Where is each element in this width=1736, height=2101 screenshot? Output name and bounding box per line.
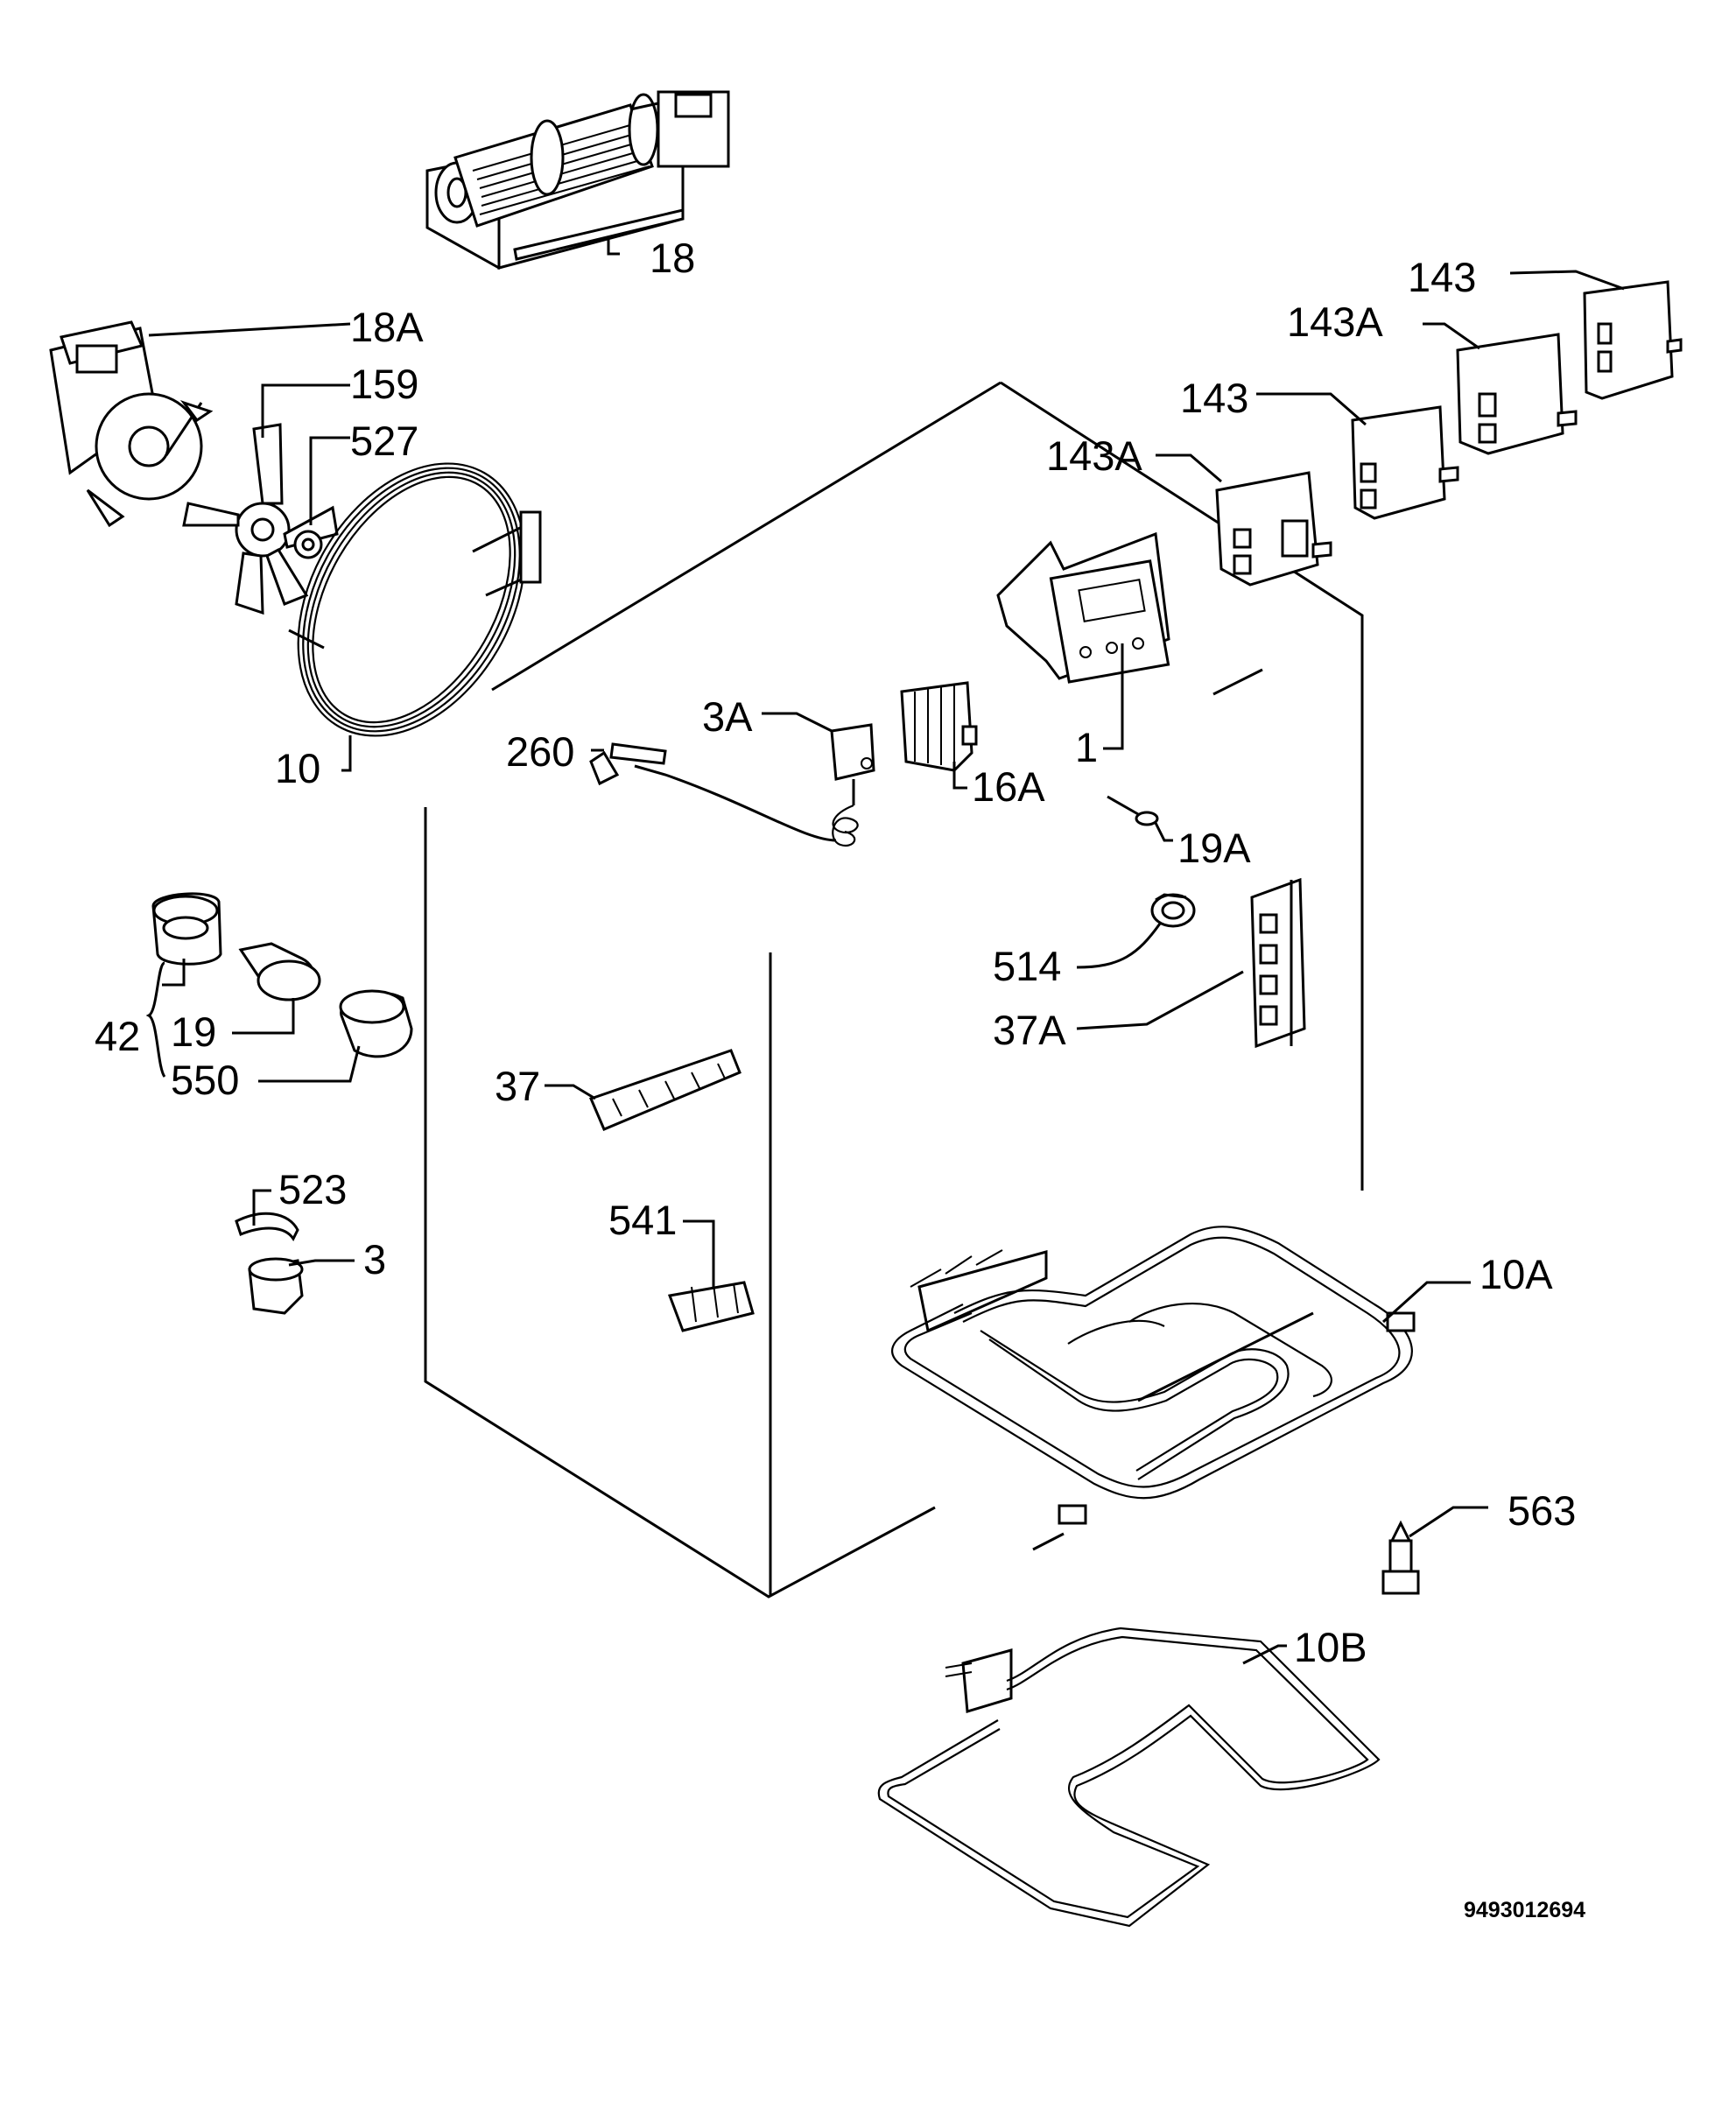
label-563: 563 (1508, 1487, 1576, 1534)
indicator-lamp-part (1107, 795, 1159, 826)
stud-part (1381, 1520, 1420, 1595)
label-3: 3 (363, 1236, 386, 1282)
fan-motor-part (49, 320, 214, 528)
label-143-top: 143 (1408, 254, 1476, 300)
label-260: 260 (506, 728, 574, 775)
label-19A: 19A (1177, 825, 1251, 871)
grill-element-part (891, 1226, 1416, 1551)
label-18: 18 (650, 235, 695, 281)
label-143-mid: 143 (1180, 375, 1248, 421)
label-159: 159 (350, 361, 418, 407)
terminal-block-part (900, 681, 978, 772)
label-527: 527 (350, 418, 418, 464)
switch-part-2 (1456, 333, 1578, 455)
label-16A: 16A (972, 763, 1045, 810)
switch-part-1 (1583, 280, 1683, 400)
clip-part (235, 1212, 299, 1241)
label-10A: 10A (1479, 1251, 1553, 1297)
lamp-assembly-part (151, 892, 413, 1058)
bottom-element-part (877, 1627, 1381, 1928)
part-labels: 18 18A 159 527 10 143 143A 143 143A 3A 2… (95, 235, 1585, 1922)
label-514: 514 (993, 943, 1061, 989)
grommet-part (1150, 893, 1196, 928)
tangential-fan-part (425, 90, 730, 270)
electronic-timer-part (996, 531, 1170, 684)
shelf-support-part (588, 1049, 741, 1131)
switch-part-3 (1351, 405, 1459, 520)
leader-lines (145, 236, 1625, 1665)
label-10B: 10B (1294, 1624, 1367, 1670)
circular-element-part (288, 462, 542, 737)
label-1: 1 (1075, 724, 1098, 770)
label-10: 10 (275, 745, 320, 791)
label-42: 42 (95, 1013, 140, 1059)
label-19: 19 (171, 1008, 216, 1055)
label-523: 523 (278, 1166, 347, 1212)
label-143A-mid: 143A (1046, 432, 1142, 479)
safety-thermostat-part (248, 1257, 304, 1315)
label-541: 541 (608, 1197, 677, 1243)
label-3A: 3A (702, 693, 753, 740)
switch-part-4 (1215, 471, 1332, 587)
label-550: 550 (171, 1057, 239, 1103)
label-18A: 18A (350, 304, 424, 350)
fan-blade-part (182, 423, 339, 615)
thermostat-part (589, 723, 875, 847)
connector-block-part (1250, 877, 1306, 1049)
label-143A-top: 143A (1287, 299, 1383, 345)
label-37A: 37A (993, 1007, 1066, 1053)
label-37: 37 (495, 1063, 540, 1109)
oven-cavity-outline (424, 381, 1364, 1599)
microswitch-part (667, 1281, 755, 1332)
document-number: 9493012694 (1464, 1898, 1585, 1922)
